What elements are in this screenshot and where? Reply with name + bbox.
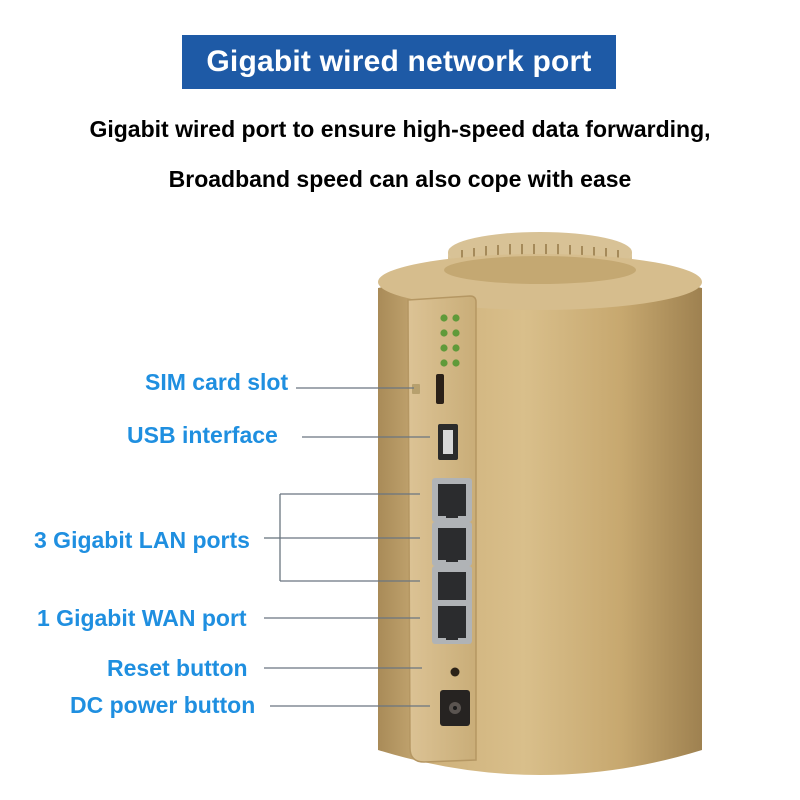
dc-power-jack [440,690,470,726]
callout-leader-lines [264,387,430,707]
tagline-line-1: Gigabit wired port to ensure high-speed … [89,116,711,142]
callout-sim-card-slot: SIM card slot [145,369,289,395]
ethernet-port-lan-3 [432,566,472,610]
ethernet-port-lan-2 [432,522,472,566]
reset-hole [450,667,460,677]
status-led-grid [440,314,460,367]
callout-reset-button: Reset button [107,655,248,681]
ethernet-port-lan-1 [432,478,472,522]
tagline-line-2: Broadband speed can also cope with ease [168,166,632,192]
usb-port [438,424,458,460]
callout-wan-port: 1 Gigabit WAN port [37,605,247,631]
headline-banner: Gigabit wired network port [182,35,616,89]
callout-dc-power-button: DC power button [70,692,256,718]
callout-lan-ports: 3 Gigabit LAN ports [34,527,250,553]
callout-usb-interface: USB interface [127,422,278,448]
sim-card-slot [412,374,444,404]
ethernet-port-wan [432,600,472,644]
